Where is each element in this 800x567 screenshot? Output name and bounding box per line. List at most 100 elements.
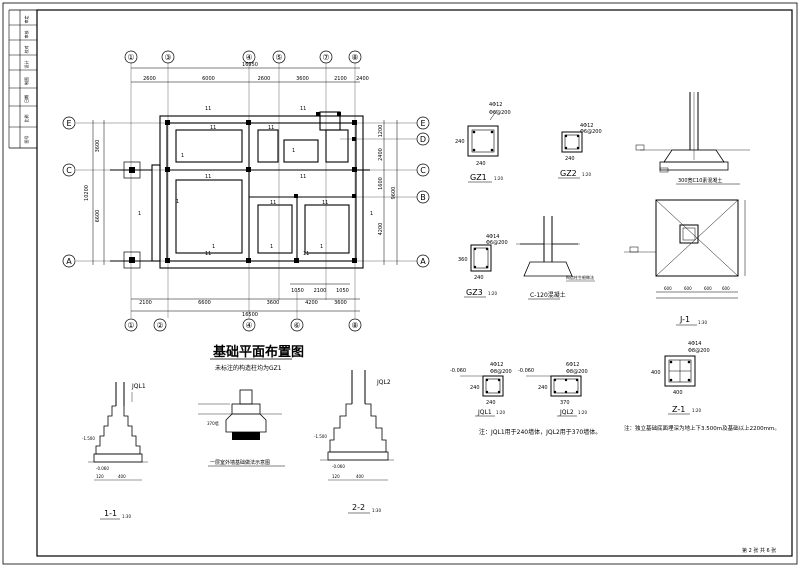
- jql2-scale: 1:20: [578, 410, 587, 415]
- gz3-label: GZ3: [466, 288, 483, 297]
- svg-text:1: 1: [181, 153, 184, 159]
- j1-label: J-1: [679, 315, 690, 324]
- svg-text:11: 11: [300, 174, 306, 180]
- svg-text:1: 1: [270, 244, 273, 250]
- wall-base-detail: 370墙 一层室外墙基础做法示意图: [198, 389, 285, 467]
- j1-scale: 1:30: [698, 320, 707, 325]
- axis-bubble-top-text: ③: [164, 53, 171, 62]
- gz2-label: GZ2: [560, 169, 577, 178]
- jql1-scale: 1:20: [496, 410, 505, 415]
- dim-left-total: 10200: [84, 185, 90, 201]
- axis-bubble-left: E: [62, 116, 76, 130]
- z1-scale: 1:20: [692, 408, 701, 413]
- axis-bubble-top-text: ④: [245, 53, 252, 62]
- z1-height: 400: [651, 370, 661, 376]
- dim-top: 2100: [334, 76, 347, 82]
- sheet-inner-border: [36, 9, 793, 557]
- svg-text:11: 11: [210, 125, 216, 131]
- axis-bubble-right: A: [416, 254, 430, 268]
- axis-bubble-top: ④: [242, 50, 256, 64]
- jql1-elev: -0.060: [450, 368, 466, 374]
- gz2-section: 4Φ12 Φ6@200 240 GZ2 1:20: [558, 123, 602, 179]
- s22-dim-1: 120: [332, 474, 340, 479]
- s11-scale: 1:30: [122, 514, 131, 519]
- svg-text:11: 11: [268, 125, 274, 131]
- column-foot-elevation: 300宽C10素混凝土: [635, 92, 750, 185]
- axis-bubble-top: ⑧: [348, 50, 362, 64]
- gz3-width: 240: [474, 275, 484, 281]
- dim-bottom: 2100: [139, 300, 152, 306]
- svg-text:11: 11: [300, 106, 306, 112]
- gz1-stirrup: Φ6@200: [489, 110, 511, 116]
- gz1-scale: 1:20: [494, 176, 503, 181]
- axis-bubble-bottom: ④: [242, 318, 256, 332]
- dim-bottom-sub: 1050: [291, 288, 304, 294]
- jql1-stirrup: Φ8@200: [490, 369, 512, 375]
- axis-bubble-left: C: [62, 163, 76, 177]
- jql1-label: JQL1: [477, 409, 492, 416]
- axis-bubble-right-text: A: [420, 257, 426, 266]
- dim-bottom-sub: 1050: [336, 288, 349, 294]
- detail-note: 构造柱生根做法: [566, 274, 594, 280]
- dim-bottom: 3600: [334, 300, 347, 306]
- svg-text:11: 11: [205, 251, 211, 257]
- svg-text:1: 1: [138, 211, 141, 217]
- s22-beam: JQL2: [376, 379, 391, 386]
- axis-bubble-top: ⑤: [272, 50, 286, 64]
- section-1-1: JQL1 -0.060 -1.500 120 400 1-1 1:30: [82, 382, 148, 520]
- j1-dim-2: 600: [684, 286, 692, 291]
- dim-bottom-total: 16500: [242, 312, 258, 318]
- dim-right: 1200: [378, 125, 384, 138]
- dim-right: 1600: [378, 177, 384, 190]
- z1-section: 4Φ14 Φ8@200 400 400 Z-1 1:20: [651, 341, 710, 415]
- title-block-cell: 日期: [23, 95, 29, 103]
- gz2-scale: 1:20: [582, 172, 591, 177]
- plan-title: 基础平面布置图: [212, 344, 304, 360]
- svg-text:1: 1: [176, 199, 179, 205]
- axis-bubble-bottom-text: ⑧: [351, 321, 358, 330]
- dim-bottom: 4200: [305, 300, 318, 306]
- axis-bubble-left: A: [62, 254, 76, 268]
- s22-dim-2: 400: [356, 474, 364, 479]
- detail-label: C-120混凝土: [530, 291, 566, 299]
- gz2-rebar: 4Φ12: [580, 123, 593, 129]
- gz1-rebar: 4Φ12: [489, 102, 502, 108]
- j1-dim-3: 600: [704, 286, 712, 291]
- dim-bottom-sub: 2100: [314, 288, 327, 294]
- svg-text:1: 1: [320, 244, 323, 250]
- svg-text:11: 11: [303, 251, 309, 257]
- axis-bubble-bottom: ①: [124, 318, 138, 332]
- section-2-2: JQL2 -0.060 -1.500 120 400 2-2 1:30: [314, 370, 394, 514]
- j1-footing: 600 600 600 600 J-1 1:30: [624, 199, 746, 326]
- jql2-width: 370: [560, 400, 570, 406]
- svg-text:11: 11: [205, 174, 211, 180]
- jql2-rebar: 6Φ12: [566, 362, 579, 368]
- plan-note: 未标注的构造柱均为GZ1: [215, 364, 282, 372]
- s11-dim-1: 120: [96, 474, 104, 479]
- wall-caption: 一层室外墙基础做法示意图: [210, 459, 270, 466]
- dim-top-total: 16950: [242, 62, 258, 68]
- gz1-height: 240: [455, 139, 465, 145]
- title-block-cell: 比例: [23, 115, 29, 123]
- axis-bubble-bottom: ⑧: [348, 318, 362, 332]
- gz1-width: 240: [476, 161, 486, 167]
- title-block-cell: 制图: [23, 77, 29, 85]
- jql2-stirrup: Φ8@200: [566, 369, 588, 375]
- svg-text:11: 11: [270, 200, 276, 206]
- j1-dim-1: 600: [664, 286, 672, 291]
- j1-dim-4: 600: [722, 286, 730, 291]
- jql2-elev: -0.060: [518, 368, 534, 374]
- axis-bubble-right-text: C: [420, 166, 426, 175]
- axis-bubble-right-text: E: [420, 119, 425, 128]
- s11-base: -1.500: [82, 436, 95, 441]
- column-root-detail: 构造柱生根做法 C-120混凝土: [516, 216, 595, 300]
- s11-elev: -0.060: [96, 466, 109, 471]
- gz1-section: 4Φ12 Φ6@200 240 240 GZ1 1:20: [455, 102, 511, 183]
- axis-bubble-bottom-text: ⑥: [293, 321, 300, 330]
- jql1-rebar: 4Φ12: [490, 362, 503, 368]
- dim-left: 6600: [95, 210, 101, 223]
- dim-right: 4200: [378, 223, 384, 236]
- axis-bubble-top: ⑦: [319, 50, 333, 64]
